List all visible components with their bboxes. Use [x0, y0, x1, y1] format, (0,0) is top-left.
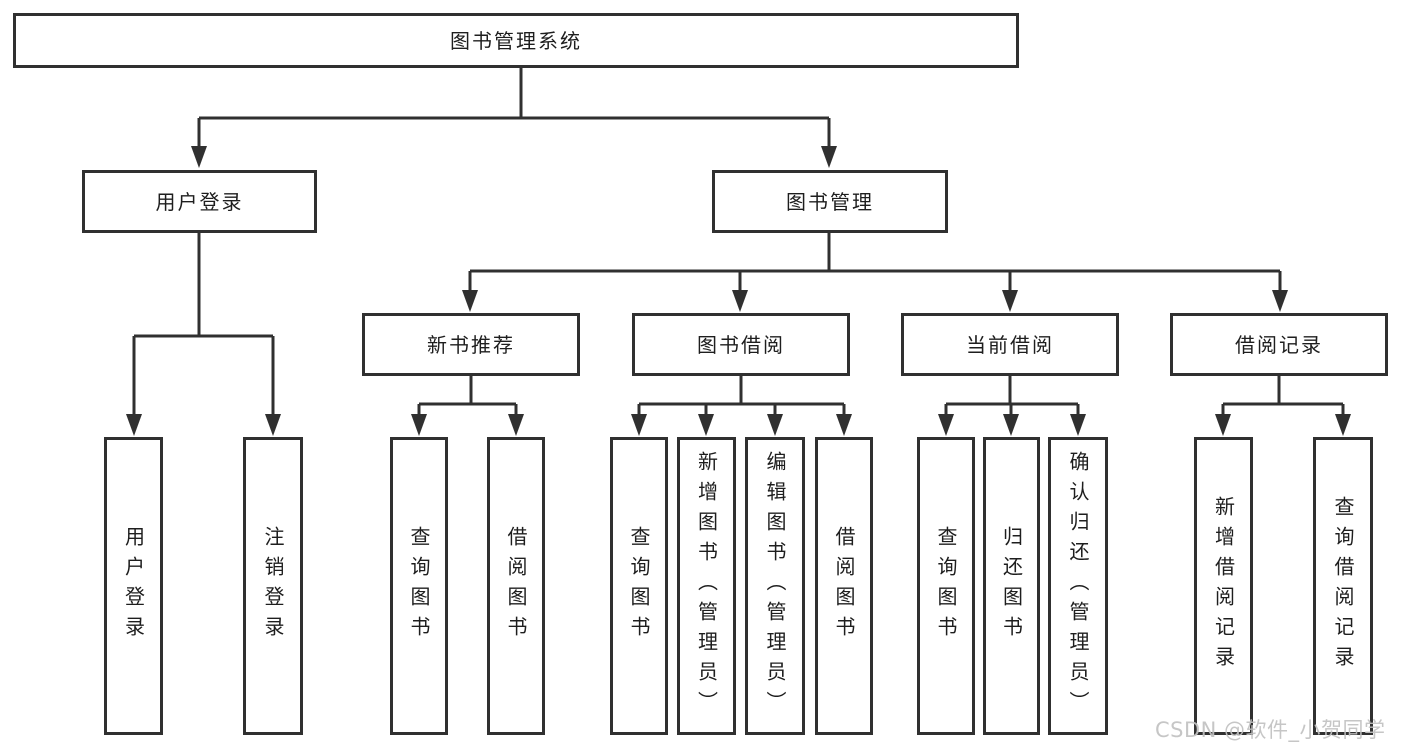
node-user-login: 用户登录: [82, 170, 317, 233]
leaf-current-confirm-admin-label: 确认归还（管理员）: [1066, 451, 1090, 721]
leaf-borrow-query-label: 查询图书: [627, 526, 651, 646]
leaf-current-confirm-admin: 确认归还（管理员）: [1048, 437, 1108, 735]
leaf-logout-label: 注销登录: [261, 526, 285, 646]
node-user-login-label: 用户登录: [155, 189, 244, 214]
leaf-current-query: 查询图书: [917, 437, 975, 735]
leaf-borrow-edit-admin-label: 编辑图书（管理员）: [763, 451, 787, 721]
node-book-borrowing: 图书借阅: [632, 313, 850, 376]
node-library-system-label: 图书管理系统: [450, 28, 582, 53]
leaf-records-query: 查询借阅记录: [1313, 437, 1373, 735]
node-borrow-records-label: 借阅记录: [1235, 332, 1323, 357]
leaf-borrow-borrow: 借阅图书: [815, 437, 873, 735]
node-book-management-label: 图书管理: [786, 189, 874, 214]
leaf-current-return-label: 归还图书: [999, 526, 1024, 646]
leaf-current-query-label: 查询图书: [934, 526, 958, 646]
arrowheads: [126, 146, 1351, 436]
node-book-borrowing-label: 图书借阅: [697, 332, 785, 357]
leaf-newbooks-borrow-label: 借阅图书: [504, 526, 528, 646]
leaf-records-add-label: 新增借阅记录: [1211, 496, 1236, 676]
node-book-management: 图书管理: [712, 170, 948, 233]
leaf-user-login: 用户登录: [104, 437, 163, 735]
leaf-newbooks-query-label: 查询图书: [407, 526, 431, 646]
node-current-borrowing-label: 当前借阅: [966, 332, 1054, 357]
leaf-records-add: 新增借阅记录: [1194, 437, 1253, 735]
node-borrow-records: 借阅记录: [1170, 313, 1388, 376]
node-new-book-recommend: 新书推荐: [362, 313, 580, 376]
leaf-borrow-add-admin: 新增图书（管理员）: [677, 437, 736, 735]
leaf-borrow-add-admin-label: 新增图书（管理员）: [694, 451, 719, 721]
leaf-logout: 注销登录: [243, 437, 303, 735]
leaf-records-query-label: 查询借阅记录: [1331, 496, 1355, 676]
leaf-newbooks-query: 查询图书: [390, 437, 448, 735]
node-new-book-recommend-label: 新书推荐: [427, 332, 515, 357]
csdn-watermark: CSDN @软件_小贺同学: [1155, 718, 1386, 742]
leaf-borrow-edit-admin: 编辑图书（管理员）: [745, 437, 805, 735]
leaf-user-login-label: 用户登录: [121, 526, 146, 646]
leaf-current-return: 归还图书: [983, 437, 1040, 735]
node-current-borrowing: 当前借阅: [901, 313, 1119, 376]
leaf-borrow-query: 查询图书: [610, 437, 668, 735]
leaf-borrow-borrow-label: 借阅图书: [832, 526, 856, 646]
leaf-newbooks-borrow: 借阅图书: [487, 437, 545, 735]
node-library-system: 图书管理系统: [13, 13, 1019, 68]
